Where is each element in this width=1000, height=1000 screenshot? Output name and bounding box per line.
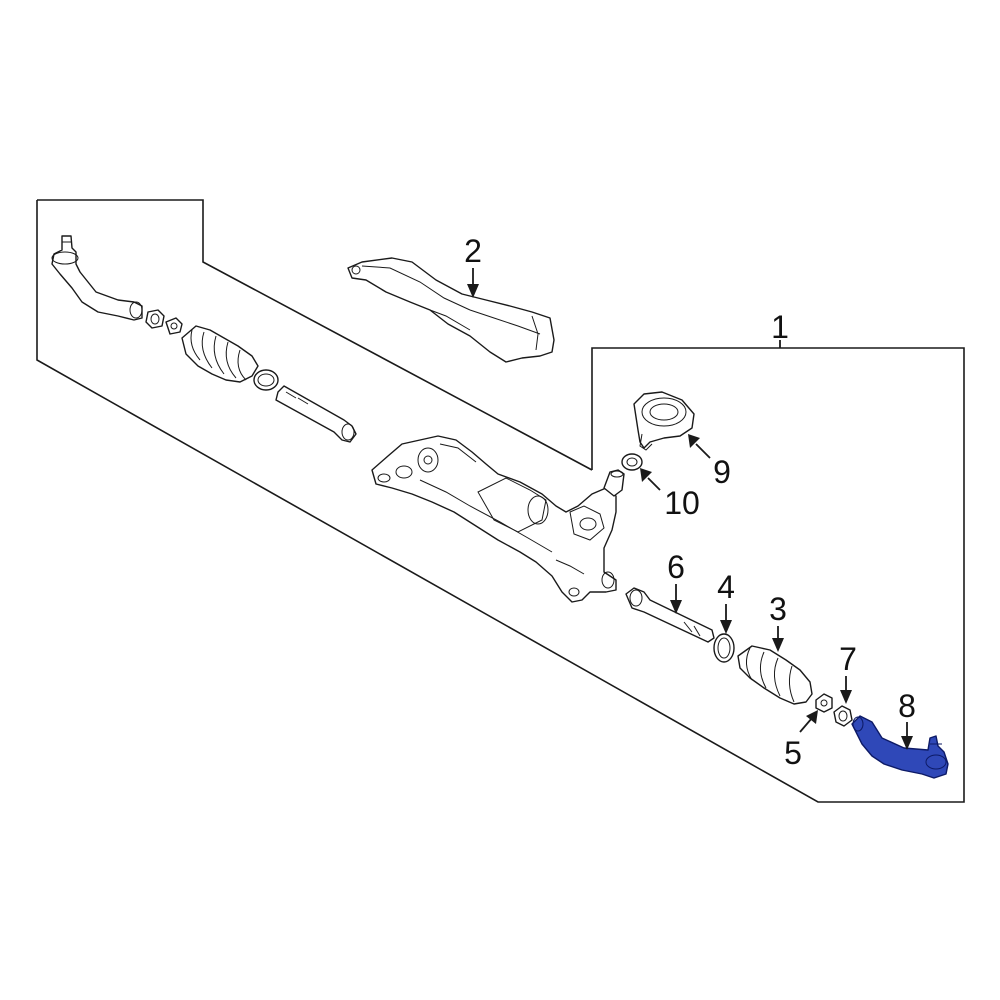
assembly-frame-1 <box>36 200 965 803</box>
callout-4: 4 <box>717 569 735 634</box>
callout-6-label: 6 <box>667 549 685 585</box>
left-tie-rod-end <box>51 235 143 321</box>
callout-10-label: 10 <box>664 485 700 521</box>
callout-7-label: 7 <box>839 641 857 677</box>
callout-8-label: 8 <box>898 688 916 724</box>
left-assembly-frame <box>37 199 593 471</box>
callout-5-label: 5 <box>784 735 802 771</box>
callout-3: 3 <box>769 591 787 652</box>
callout-7: 7 <box>839 641 857 704</box>
callout-6: 6 <box>667 549 685 614</box>
callout-2-label: 2 <box>464 233 482 269</box>
left-bellows-boot <box>181 325 259 383</box>
callout-8: 8 <box>898 688 916 750</box>
callout-9: 9 <box>688 434 731 490</box>
small-clamp <box>815 693 833 713</box>
seal-ring <box>621 453 643 471</box>
right-bellows-boot <box>737 645 813 705</box>
pinion-shaft <box>603 469 625 497</box>
callout-9-label: 9 <box>713 454 731 490</box>
callout-5: 5 <box>784 710 818 771</box>
jam-nut <box>833 705 853 727</box>
callout-4-label: 4 <box>717 569 735 605</box>
heat-shield <box>347 257 555 363</box>
left-small-clamp <box>165 317 183 335</box>
left-boot-clamp <box>253 369 279 391</box>
callout-3-label: 3 <box>769 591 787 627</box>
pinion-dust-cover <box>633 391 695 451</box>
outer-tie-rod-end <box>851 715 949 779</box>
left-inner-tie-rod <box>275 385 357 443</box>
boot-clamp <box>713 633 735 663</box>
callout-1: 1 <box>771 309 789 348</box>
left-jam-nut <box>145 309 165 329</box>
callout-10: 10 <box>640 468 700 521</box>
callout-1-label: 1 <box>771 309 789 345</box>
callout-2: 2 <box>464 233 482 298</box>
right-inner-tie-rod <box>625 587 715 643</box>
steering-gear-housing <box>371 435 617 603</box>
